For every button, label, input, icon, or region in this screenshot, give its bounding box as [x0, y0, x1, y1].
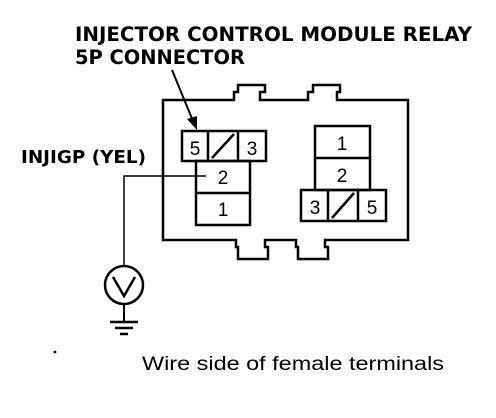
- left-terminal-block: 5 3 2 1: [180, 129, 268, 227]
- terminal-5-label: 5: [190, 139, 201, 160]
- title-line-2: 5P CONNECTOR: [75, 46, 245, 69]
- terminal-1-label-right: 1: [337, 134, 348, 155]
- ground-icon: [110, 320, 138, 336]
- caption: Wire side of female terminals: [142, 354, 444, 375]
- terminal-2-label: 2: [218, 168, 229, 189]
- terminal-3-label: 3: [247, 139, 258, 160]
- wire-label: INJIGP (YEL): [21, 148, 146, 168]
- probe-wire: [123, 175, 206, 265]
- terminal-2-label-right: 2: [337, 166, 348, 187]
- right-terminal-block: 1 2 3 5: [299, 124, 388, 223]
- connector-housing: [161, 83, 410, 261]
- terminal-3-label-right: 3: [310, 198, 321, 219]
- terminal-1-label: 1: [218, 200, 229, 221]
- title-line-1: INJECTOR CONTROL MODULE RELAY: [75, 23, 473, 46]
- leader-arrow: [171, 69, 197, 130]
- terminal-5-label-right: 5: [367, 198, 378, 219]
- stray-mark: [53, 350, 57, 354]
- voltmeter-icon: [103, 264, 145, 322]
